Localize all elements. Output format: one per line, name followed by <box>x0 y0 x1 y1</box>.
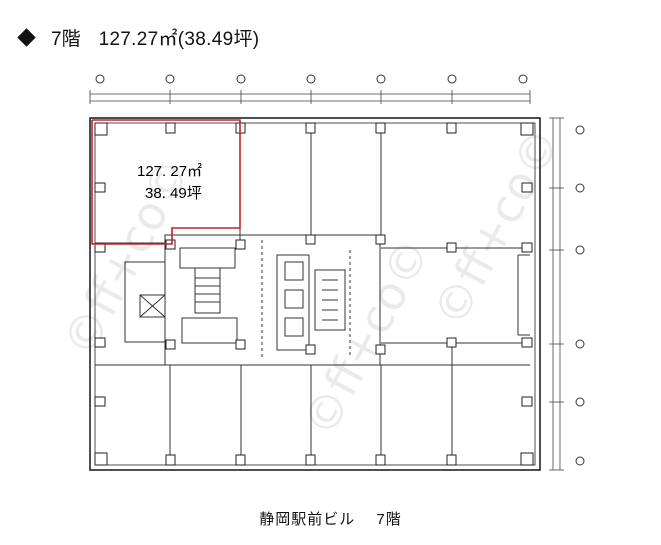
elevator-car <box>284 261 304 281</box>
top-grid-markers <box>95 74 528 84</box>
top-dimension-line <box>89 90 531 104</box>
grid-marker <box>165 74 175 84</box>
grid-marker <box>575 245 585 255</box>
stair-left <box>194 267 221 314</box>
stair-right <box>314 269 346 331</box>
caption-floor: 7階 <box>376 511 402 528</box>
grid-marker <box>447 74 457 84</box>
grid-marker <box>95 74 105 84</box>
grid-marker <box>518 74 528 84</box>
elevator-car <box>284 289 304 309</box>
elevator-hall <box>276 254 310 351</box>
grid-marker <box>575 183 585 193</box>
toilet-block <box>179 247 236 269</box>
building-core <box>124 234 381 366</box>
watermark-text: ©ff+co© <box>52 149 201 365</box>
columns <box>94 122 534 466</box>
grid-marker <box>575 397 585 407</box>
elevator-car <box>284 317 304 337</box>
grid-marker <box>236 74 246 84</box>
grid-marker <box>575 456 585 466</box>
area-label: 127.27㎡(38.49坪) <box>98 28 260 50</box>
grid-marker <box>376 74 386 84</box>
header: 7階 127.27㎡(38.49坪) <box>16 22 259 52</box>
right-dimension-line <box>549 117 564 471</box>
floor-label: 7階 <box>51 28 81 50</box>
watermark-text: ©ff+co© <box>422 119 571 335</box>
right-grid-markers <box>575 125 585 466</box>
toilet-block <box>181 317 238 344</box>
room-area-label: 127. 27㎡ <box>137 163 202 180</box>
building-name: 静岡駅前ビル <box>259 511 356 528</box>
caption: 静岡駅前ビル 7階 <box>0 508 661 529</box>
grid-marker <box>575 339 585 349</box>
room-tsubo-label: 38. 49坪 <box>145 185 202 202</box>
watermark-text: ©ff+co© <box>292 229 441 445</box>
grid-marker <box>306 74 316 84</box>
grid-marker <box>575 125 585 135</box>
leased-area-outline <box>91 119 241 245</box>
